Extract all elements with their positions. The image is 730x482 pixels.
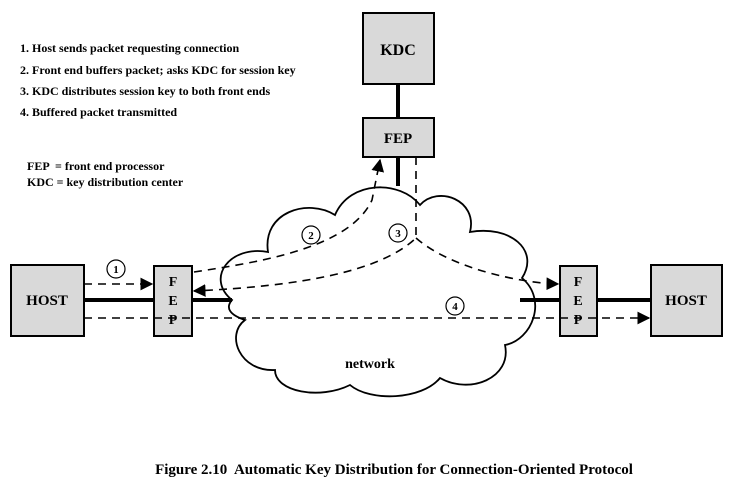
fep-right-box bbox=[559, 265, 598, 337]
fep-right-letter-p: P bbox=[574, 313, 583, 328]
step-marker-4: 4 bbox=[445, 296, 465, 316]
legend-abbr-fep: FEP = front end processor bbox=[27, 159, 165, 173]
legend-step-1: 1. Host sends packet requesting connecti… bbox=[20, 41, 239, 55]
fep-left-box bbox=[153, 265, 193, 337]
legend-step-3: 3. KDC distributes session key to both f… bbox=[20, 84, 270, 98]
kdc-fep-label: FEP bbox=[384, 131, 412, 147]
host-right-box bbox=[650, 264, 723, 337]
kdc-label: KDC bbox=[380, 42, 416, 59]
fep-right-letter-e: E bbox=[573, 294, 582, 309]
arrow-step-3-left bbox=[192, 157, 417, 297]
arrow-step-2 bbox=[193, 158, 385, 273]
step-marker-4-label: 4 bbox=[452, 301, 458, 313]
step-marker-2: 2 bbox=[301, 225, 321, 245]
legend: 1. Host sends packet requesting connecti… bbox=[20, 41, 296, 189]
fep-left-letter-e: E bbox=[168, 294, 177, 309]
fep-right-letter-f: F bbox=[574, 275, 583, 290]
host-left-label: HOST bbox=[26, 293, 68, 309]
legend-step-2: 2. Front end buffers packet; asks KDC fo… bbox=[20, 63, 296, 77]
host-right-label: HOST bbox=[665, 293, 707, 309]
kdc-fep-box bbox=[362, 117, 435, 158]
network-label: network bbox=[345, 357, 395, 372]
fep-left-letter-p: P bbox=[169, 313, 178, 328]
legend-abbr-kdc: KDC = key distribution center bbox=[27, 175, 184, 189]
step-marker-2-label: 2 bbox=[308, 230, 314, 242]
kdc-box bbox=[362, 12, 435, 85]
figure-caption: Figure 2.10 Automatic Key Distribution f… bbox=[155, 462, 633, 478]
step-marker-3: 3 bbox=[388, 223, 408, 243]
step-marker-1: 1 bbox=[106, 259, 126, 279]
legend-step-4: 4. Buffered packet transmitted bbox=[20, 105, 177, 119]
step-marker-3-label: 3 bbox=[395, 228, 401, 240]
host-left-box bbox=[10, 264, 85, 337]
fep-left-letter-f: F bbox=[169, 275, 178, 290]
step-marker-1-label: 1 bbox=[113, 264, 119, 276]
network-cloud bbox=[219, 186, 537, 398]
arrow-step-3-right bbox=[415, 237, 560, 291]
